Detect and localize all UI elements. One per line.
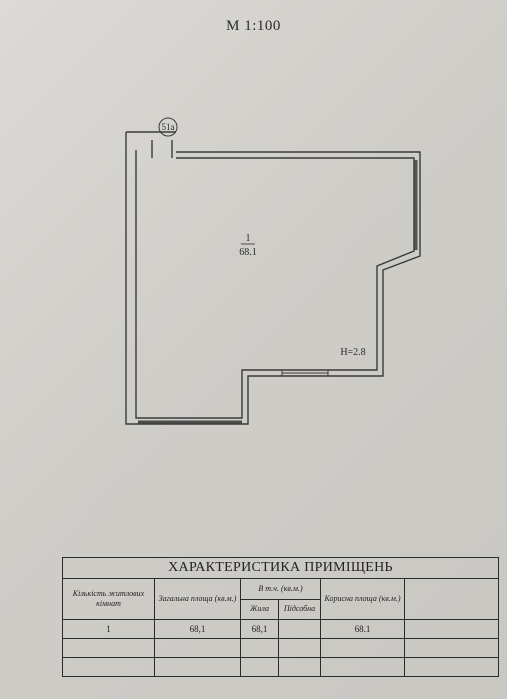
scale-label: М 1:100 <box>226 18 281 34</box>
cell-total-area: 68,1 <box>154 619 241 639</box>
cell-living: 68,1 <box>240 619 279 639</box>
header-living: Жила <box>240 598 279 620</box>
table-row <box>62 657 500 677</box>
table-row: 1 68,1 68,1 68.1 <box>62 619 500 639</box>
ceiling-height: H=2.8 <box>340 347 365 358</box>
cell-auxiliary <box>278 619 321 639</box>
door-label: 51а <box>162 122 175 132</box>
header-empty <box>403 578 500 620</box>
cell-rooms: 1 <box>62 619 155 639</box>
characteristics-table: ХАРАКТЕРИСТИКА ПРИМІЩЕНЬ Кількість житло… <box>61 557 500 677</box>
plan-walls <box>125 131 421 425</box>
table-title: ХАРАКТЕРИСТИКА ПРИМІЩЕНЬ <box>61 557 500 579</box>
window <box>281 369 329 377</box>
cell-empty <box>403 619 500 639</box>
room-area: 68.1 <box>239 247 257 258</box>
cell-useful-area: 68.1 <box>320 619 405 639</box>
header-rooms: Кількість житлових кімнат <box>62 578 155 620</box>
header-incl: В т.ч. (кв.м.) <box>240 578 321 600</box>
floor-plan: 51а 1 68.1 H=2.8 <box>125 117 421 425</box>
door-marker <box>158 117 178 137</box>
header-auxiliary: Підсобна <box>278 598 321 620</box>
table-row <box>62 638 500 658</box>
header-useful-area: Корисна площа (кв.м.) <box>320 578 405 620</box>
header-total-area: Загальна площа (кв.м.) <box>154 578 241 620</box>
room-number: 1 <box>246 233 251 244</box>
